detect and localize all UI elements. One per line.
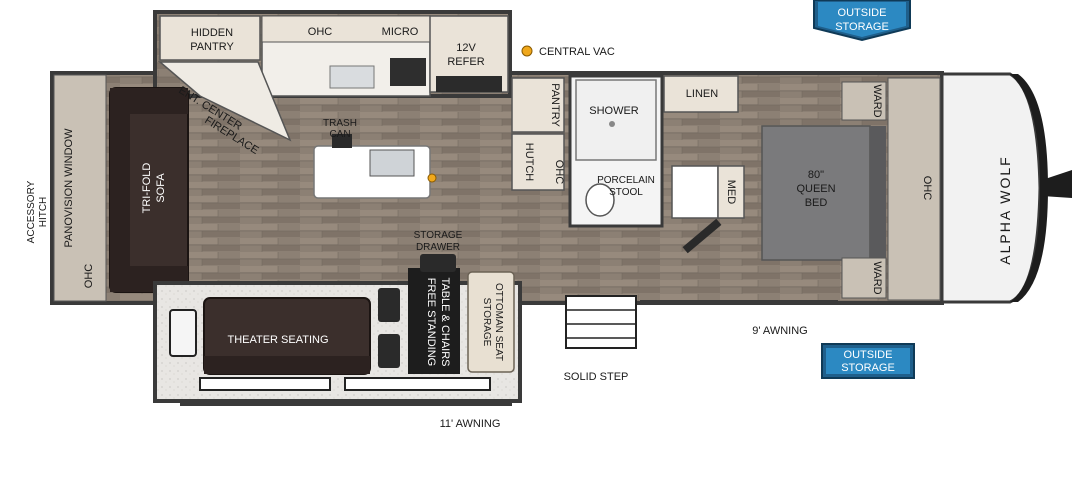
linen-cabinet <box>663 75 739 113</box>
ward-bottom <box>841 257 887 299</box>
trash-can-label-1: TRASH <box>323 118 357 129</box>
chair-2 <box>378 334 400 368</box>
porcelain-stool-label-1: PORCELAIN <box>597 175 655 186</box>
slide-window-bottom-1 <box>199 377 331 391</box>
outside-storage-bottom-badge <box>821 343 915 379</box>
free-standing-table <box>408 268 460 374</box>
ohc-right-cabinet <box>887 77 941 301</box>
sofa-armrest-top <box>110 88 188 114</box>
shower-drain <box>609 121 615 127</box>
table-chairs-label-2: TABLE & CHAIRS <box>439 277 451 366</box>
ohc-right-label: OHC <box>921 176 933 201</box>
theater-seat-back <box>204 356 370 374</box>
ohc-top-label: OHC <box>308 26 333 38</box>
hitch-pin <box>1042 170 1072 198</box>
central-vac-dot <box>521 45 533 57</box>
trash-can <box>332 134 352 148</box>
brand-label: ALPHA WOLF <box>997 155 1013 264</box>
ohc-left-label: OHC <box>83 264 95 289</box>
bed-headboard <box>870 126 886 260</box>
bath-vanity <box>671 165 719 219</box>
linen-label: LINEN <box>686 88 718 100</box>
storage-ottoman <box>467 271 515 373</box>
refer-label-2: REFER <box>447 56 484 68</box>
porcelain-stool <box>585 183 615 217</box>
shower-label: SHOWER <box>589 105 639 117</box>
awning-11-line <box>180 402 512 406</box>
tri-fold-sofa-label-2: SOFA <box>155 173 167 203</box>
hutch <box>511 133 565 191</box>
ward-top-label: WARD <box>871 84 883 117</box>
pantry-mid <box>511 77 565 133</box>
outside-storage-top-badge <box>813 0 911 42</box>
front-cap-stripe <box>1010 74 1048 302</box>
entry-step <box>565 295 637 349</box>
ottoman-label-2: OTTOMAN SEAT <box>493 283 504 361</box>
porcelain-stool-label-2: STOOL <box>609 187 643 198</box>
hidden-pantry-label-2: PANTRY <box>190 41 234 53</box>
solid-step-label: SOLID STEP <box>564 371 629 383</box>
storage-drawer-label-1: STORAGE <box>414 230 463 241</box>
awning-11-label: 11' AWNING <box>440 418 501 430</box>
chair-1 <box>378 288 400 322</box>
ward-top <box>841 81 887 121</box>
ohc-mid-label: OHC <box>553 160 565 185</box>
table-chairs-label-1: FREE STANDING <box>425 278 437 366</box>
hidden-pantry-cabinet <box>159 15 261 61</box>
trash-can-label-2: CAN <box>329 129 350 140</box>
slide-window-left <box>169 309 197 357</box>
island-sink <box>369 149 415 177</box>
ward-bottom-label: WARD <box>871 261 883 294</box>
stovetop <box>390 58 426 86</box>
ohc-micro-cabinet <box>261 15 431 43</box>
theater-seating-label: THEATER SEATING <box>227 334 328 346</box>
refer-label-1: 12V <box>456 42 476 54</box>
awning-9-label: 9' AWNING <box>752 325 807 337</box>
pantry-mid-label: PANTRY <box>549 83 561 127</box>
central-vac-dot-island <box>427 173 437 183</box>
accessory-hitch-label-1: ACCESSORY <box>26 180 37 243</box>
front-cap <box>940 72 1042 304</box>
storage-drawer-label-2: DRAWER <box>416 242 460 253</box>
outside-storage-bottom-label-1: OUTSIDE <box>844 349 893 361</box>
queen-bed-label-1: 80" <box>808 169 824 181</box>
hutch-label: HUTCH <box>523 143 535 182</box>
outside-storage-top-label-2: STORAGE <box>835 21 889 33</box>
queen-bed-label-3: BED <box>805 197 828 209</box>
tri-fold-sofa-label-1: TRI-FOLD <box>141 163 153 214</box>
bath-door <box>682 218 722 254</box>
panovision-window-label: PANOVISION WINDOW <box>63 128 75 248</box>
central-vac-label: CENTRAL VAC <box>539 46 615 58</box>
ottoman-label-1: STORAGE <box>481 298 492 347</box>
storage-drawer <box>420 254 456 272</box>
outside-storage-top-label-1: OUTSIDE <box>838 7 887 19</box>
outside-storage-bottom-label-2: STORAGE <box>841 362 895 374</box>
shower <box>575 79 657 161</box>
front-left-cabinet <box>53 74 107 302</box>
tri-fold-sofa-back <box>110 88 130 292</box>
micro-label: MICRO <box>382 26 419 38</box>
refrigerator-door <box>436 76 502 92</box>
awning-9-line <box>640 300 838 304</box>
med-label: MED <box>725 180 737 205</box>
queen-bed-label-2: QUEEN <box>796 183 835 195</box>
kitchen-sink <box>329 65 375 89</box>
med-cabinet <box>717 165 745 219</box>
slide-window-bottom-2 <box>344 377 491 391</box>
hidden-pantry-label-1: HIDDEN <box>191 27 233 39</box>
queen-bed <box>761 125 871 261</box>
accessory-hitch-label-2: HITCH <box>38 197 49 228</box>
ent-center-cabinet <box>157 61 292 142</box>
